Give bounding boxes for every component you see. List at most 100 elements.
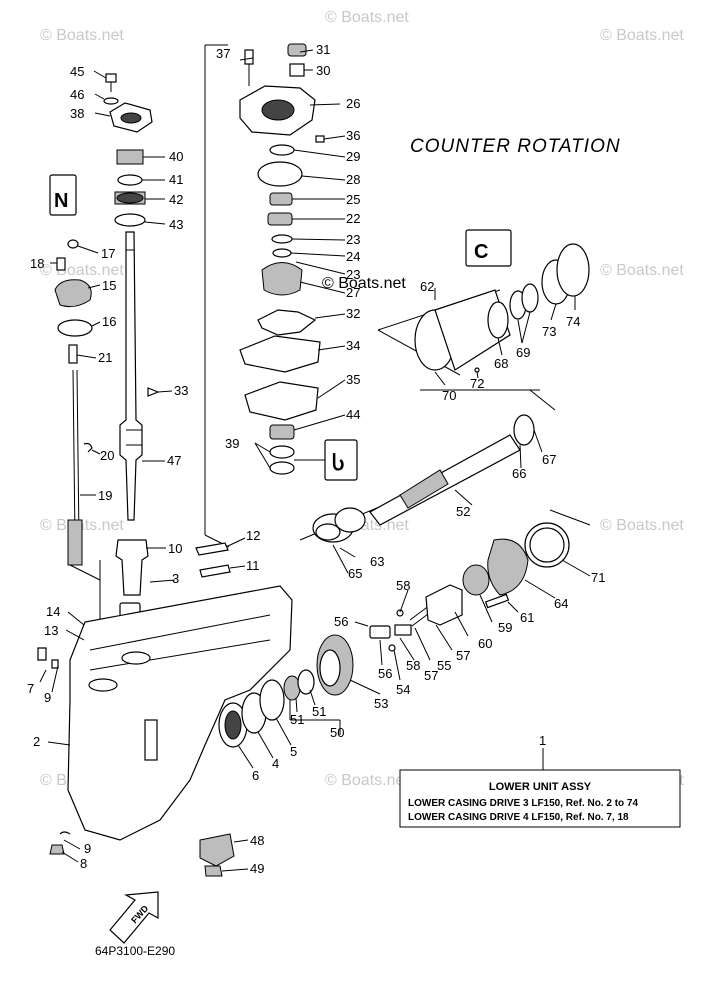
callout-25: 25 bbox=[346, 192, 360, 207]
svg-text:Ⴑ: Ⴑ bbox=[332, 453, 344, 475]
callout-23b: 23 bbox=[346, 267, 360, 282]
callout-5: 5 bbox=[290, 744, 297, 759]
callout-12: 12 bbox=[246, 528, 260, 543]
callout-57b: 57 bbox=[424, 668, 438, 683]
svg-text:N: N bbox=[54, 190, 68, 212]
watermark: © Boats.net bbox=[325, 9, 409, 26]
callout-56b: 56 bbox=[378, 666, 392, 681]
callout-34: 34 bbox=[346, 338, 360, 353]
callout-71: 71 bbox=[591, 570, 605, 585]
callout-8: 8 bbox=[80, 856, 87, 871]
watermark: © Boats.net bbox=[40, 27, 124, 44]
callout-20: 20 bbox=[100, 448, 114, 463]
callout-23a: 23 bbox=[346, 232, 360, 247]
callout-51a: 51 bbox=[312, 704, 326, 719]
callout-62: 62 bbox=[420, 279, 434, 294]
info-box-line1: LOWER CASING DRIVE 3 LF150, Ref. No. 2 t… bbox=[408, 798, 638, 809]
lower-casing bbox=[37, 585, 293, 855]
callout-54: 54 bbox=[396, 682, 410, 697]
callout-37: 37 bbox=[216, 46, 230, 61]
callout-53: 53 bbox=[374, 696, 388, 711]
callout-69: 69 bbox=[516, 345, 530, 360]
shift-rod-group: N bbox=[49, 174, 93, 566]
callout-61: 61 bbox=[520, 610, 534, 625]
callout-16: 16 bbox=[102, 314, 116, 329]
callout-27: 27 bbox=[346, 285, 360, 300]
callout-40: 40 bbox=[169, 149, 183, 164]
callout-21: 21 bbox=[98, 350, 112, 365]
callout-70: 70 bbox=[442, 388, 456, 403]
callout-49: 49 bbox=[250, 861, 264, 876]
callout-68: 68 bbox=[494, 356, 508, 371]
callout-50: 50 bbox=[330, 725, 344, 740]
callout-26: 26 bbox=[346, 96, 360, 111]
callout-63: 63 bbox=[370, 554, 384, 569]
callout-2: 2 bbox=[33, 734, 40, 749]
watermark: © Boats.net bbox=[600, 27, 684, 44]
callout-46: 46 bbox=[70, 87, 84, 102]
callout-64: 64 bbox=[554, 596, 568, 611]
diagram-code: 64P3100-E290 bbox=[95, 944, 175, 958]
callout-29: 29 bbox=[346, 149, 360, 164]
info-box: LOWER UNIT ASSY LOWER CASING DRIVE 3 LF1… bbox=[399, 733, 681, 828]
callout-19: 19 bbox=[98, 488, 112, 503]
fwd-arrow: FWD bbox=[109, 891, 159, 944]
watermark: © Boats.net bbox=[600, 517, 684, 534]
callout-47: 47 bbox=[167, 453, 181, 468]
callout-labels: 45 46 38 40 41 42 43 17 18 15 16 21 33 2… bbox=[27, 42, 605, 876]
callout-9b: 9 bbox=[84, 841, 91, 856]
callout-36: 36 bbox=[346, 128, 360, 143]
callout-9a: 9 bbox=[44, 690, 51, 705]
callout-35: 35 bbox=[346, 372, 360, 387]
callout-42: 42 bbox=[169, 192, 183, 207]
forward-gear-group bbox=[218, 634, 354, 748]
callout-39: 39 bbox=[225, 436, 239, 451]
callout-67: 67 bbox=[542, 452, 556, 467]
callout-28: 28 bbox=[346, 172, 360, 187]
callout-7: 7 bbox=[27, 681, 34, 696]
callout-65: 65 bbox=[348, 566, 362, 581]
callout-66: 66 bbox=[512, 466, 526, 481]
callout-14: 14 bbox=[46, 604, 60, 619]
callout-60: 60 bbox=[478, 636, 492, 651]
clutch-group bbox=[369, 538, 529, 652]
callout-57a: 57 bbox=[456, 648, 470, 663]
callout-38: 38 bbox=[70, 106, 84, 121]
callout-22: 22 bbox=[346, 211, 360, 226]
propeller-shaft-group bbox=[312, 414, 570, 568]
callout-51b: 51 bbox=[290, 712, 304, 727]
callout-73: 73 bbox=[542, 324, 556, 339]
callout-72: 72 bbox=[470, 376, 484, 391]
callout-59: 59 bbox=[498, 620, 512, 635]
water-pump-group: Ⴑ bbox=[239, 43, 358, 481]
callout-41: 41 bbox=[169, 172, 183, 187]
callout-48: 48 bbox=[250, 833, 264, 848]
callout-33: 33 bbox=[174, 383, 188, 398]
callout-31: 31 bbox=[316, 42, 330, 57]
callout-45: 45 bbox=[70, 64, 84, 79]
callout-6: 6 bbox=[252, 768, 259, 783]
callout-58a: 58 bbox=[396, 578, 410, 593]
watermark-center: © Boats.net bbox=[322, 275, 406, 292]
callout-4: 4 bbox=[272, 756, 279, 771]
callout-44: 44 bbox=[346, 407, 360, 422]
callout-30: 30 bbox=[316, 63, 330, 78]
watermark: © Boats.net bbox=[40, 262, 124, 279]
prop-housing-group: C bbox=[414, 229, 590, 373]
callout-17: 17 bbox=[101, 246, 115, 261]
callout-11: 11 bbox=[246, 558, 260, 573]
watermark: © Boats.net bbox=[600, 262, 684, 279]
info-box-line2: LOWER CASING DRIVE 4 LF150, Ref. No. 7, … bbox=[408, 812, 629, 823]
leader-lines bbox=[39, 49, 591, 872]
svg-text:C: C bbox=[474, 241, 488, 263]
callout-13: 13 bbox=[44, 623, 58, 638]
drive-shaft-group bbox=[103, 73, 160, 521]
callout-43: 43 bbox=[169, 217, 183, 232]
callout-55: 55 bbox=[437, 658, 451, 673]
watermark: © Boats.net bbox=[325, 772, 409, 789]
diagram-title: COUNTER ROTATION bbox=[410, 136, 621, 157]
callout-3: 3 bbox=[172, 571, 179, 586]
callout-18: 18 bbox=[30, 256, 44, 271]
